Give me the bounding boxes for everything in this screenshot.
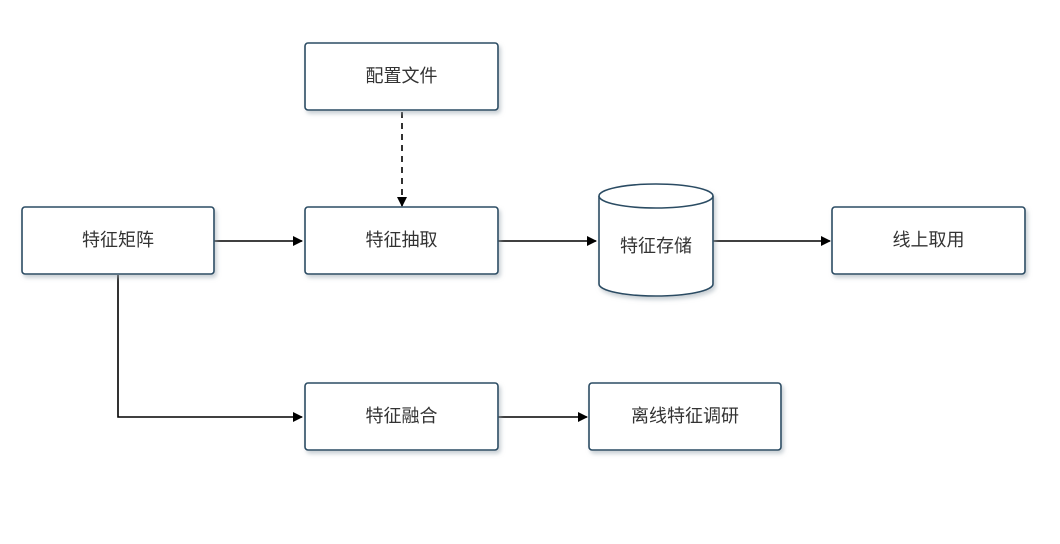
node-online-fetch[interactable]: 线上取用 [831, 206, 1026, 275]
nodes-layer: 配置文件 特征矩阵 特征抽取 特征存储 线上取用 特征融合 离线特征调研 [21, 42, 1026, 451]
node-feature-fusion-label: 特征融合 [366, 406, 438, 427]
node-feature-matrix-label: 特征矩阵 [82, 230, 154, 251]
node-feature-storage[interactable]: 特征存储 [598, 183, 714, 297]
node-feature-extract-label: 特征抽取 [366, 230, 438, 251]
edges-layer [117, 112, 831, 422]
node-feature-extract[interactable]: 特征抽取 [304, 206, 499, 275]
node-feature-matrix[interactable]: 特征矩阵 [21, 206, 215, 275]
node-online-fetch-label: 线上取用 [893, 230, 965, 251]
node-feature-storage-label: 特征存储 [620, 236, 692, 257]
node-config-file[interactable]: 配置文件 [304, 42, 499, 111]
node-offline-research[interactable]: 离线特征调研 [588, 382, 782, 451]
edge-matrix-to-fusion [117, 275, 303, 422]
node-feature-fusion[interactable]: 特征融合 [304, 382, 499, 451]
node-offline-research-label: 离线特征调研 [631, 406, 739, 427]
node-config-file-label: 配置文件 [366, 66, 438, 87]
